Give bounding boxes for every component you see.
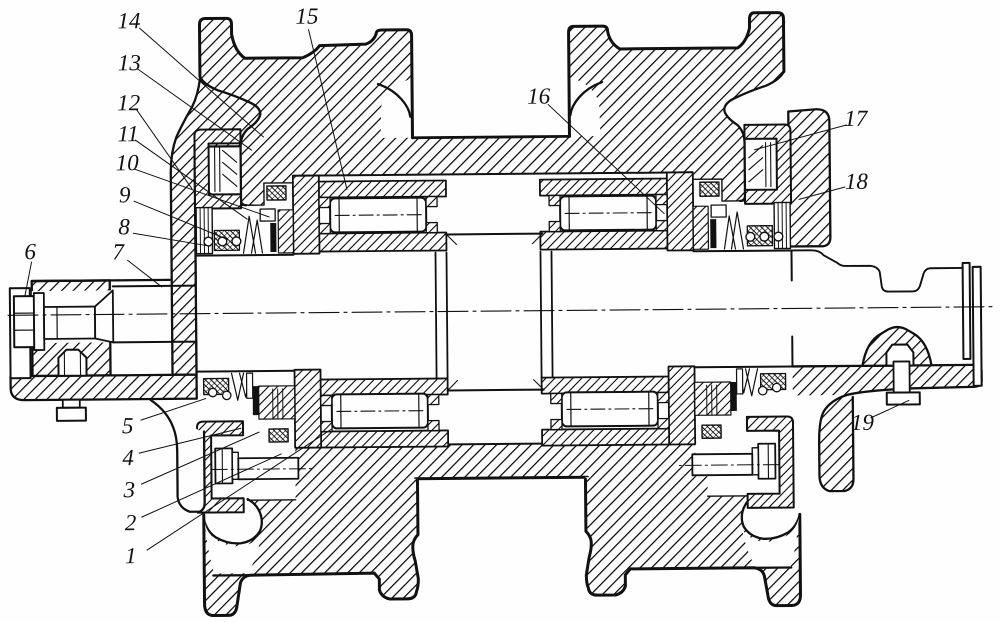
svg-text:2: 2 [125, 510, 137, 535]
svg-text:3: 3 [122, 477, 135, 502]
svg-text:14: 14 [117, 8, 140, 33]
svg-text:9: 9 [119, 182, 131, 207]
svg-text:15: 15 [295, 4, 318, 29]
svg-text:11: 11 [117, 121, 139, 146]
svg-text:4: 4 [122, 445, 134, 470]
svg-text:1: 1 [125, 543, 137, 568]
svg-text:13: 13 [118, 50, 141, 75]
svg-text:10: 10 [116, 150, 140, 175]
svg-text:12: 12 [117, 90, 140, 115]
svg-text:8: 8 [118, 214, 130, 239]
svg-text:18: 18 [845, 169, 869, 194]
svg-text:7: 7 [112, 239, 125, 264]
svg-text:19: 19 [851, 410, 875, 435]
svg-text:16: 16 [527, 84, 551, 109]
svg-text:6: 6 [24, 239, 36, 264]
svg-text:17: 17 [844, 106, 869, 131]
svg-text:5: 5 [122, 413, 134, 438]
